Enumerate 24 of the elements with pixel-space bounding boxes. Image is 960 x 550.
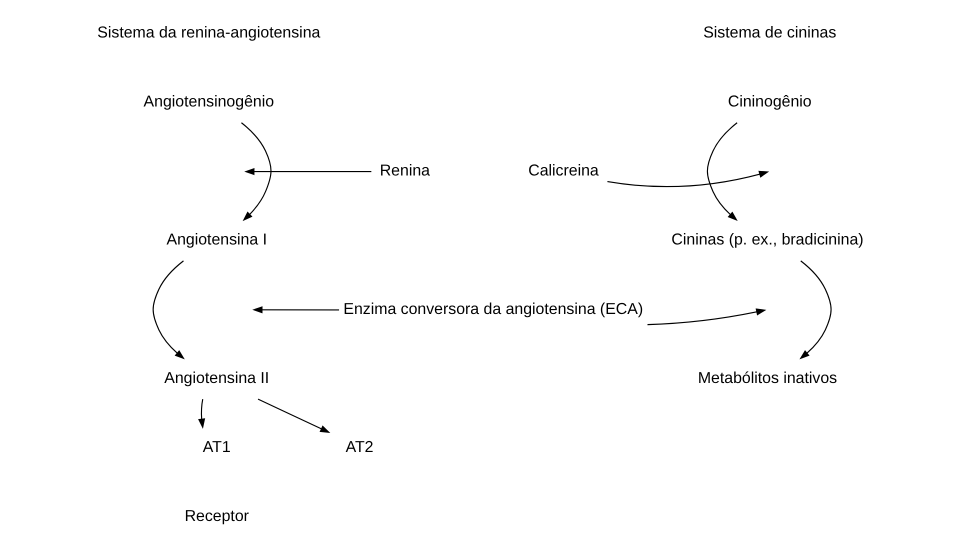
arrow <box>706 122 738 221</box>
arrow <box>152 260 184 360</box>
node-text: Cininas (p. ex., bradicinina) <box>670 232 864 249</box>
arrow <box>798 260 832 360</box>
arrow <box>252 306 339 314</box>
node-text: Angiotensina II <box>164 370 269 387</box>
arrow <box>257 398 330 433</box>
arrow <box>606 170 769 188</box>
node-text: Enzima conversora da angiotensina (ECA) <box>342 300 643 318</box>
label: Sistema da renina-angiotensina <box>96 24 320 42</box>
node-text: Renina <box>379 162 430 180</box>
node-text: Angiotensinogênio <box>143 93 274 110</box>
arrow <box>240 122 272 222</box>
node-text: Angiotensina I <box>166 232 267 249</box>
node-text: Metabólitos inativos <box>697 370 837 387</box>
node-text: Cininogênio <box>727 93 812 110</box>
node-text: AT1 <box>202 439 230 456</box>
arrow <box>244 168 371 176</box>
node-text: AT2 <box>345 439 373 456</box>
arrow <box>198 399 205 429</box>
node-text: Calicreina <box>528 162 598 180</box>
label: Sistema de cininas <box>702 24 836 42</box>
label: Receptor <box>184 508 248 526</box>
arrow <box>646 308 766 326</box>
